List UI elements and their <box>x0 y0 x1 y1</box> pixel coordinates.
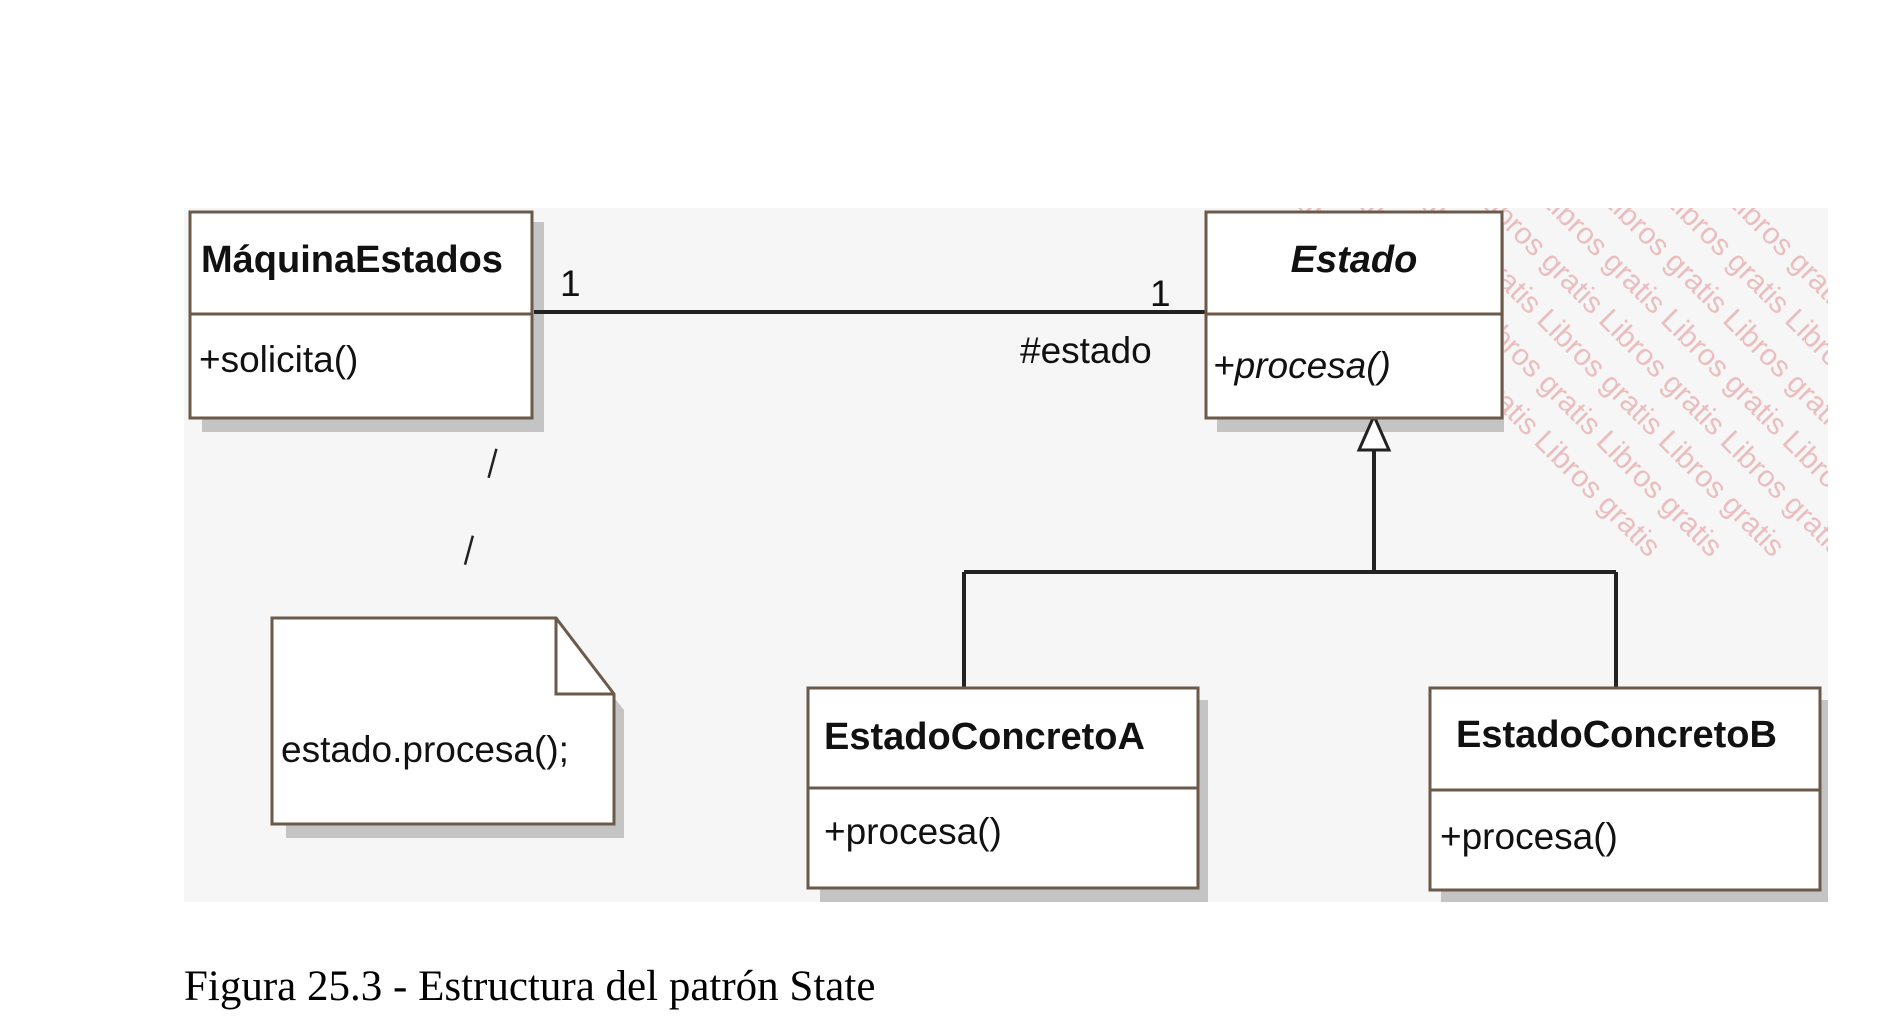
note-text: estado.procesa(); <box>281 729 569 770</box>
inheritance-connector <box>962 412 1618 690</box>
figure-caption: Figura 25.3 - Estructura del patrón Stat… <box>184 963 876 1010</box>
class-maquina-estados[interactable]: MáquinaEstados +solicita() <box>188 210 534 420</box>
class-name: MáquinaEstados <box>201 239 503 281</box>
class-estado-concreto-b[interactable]: EstadoConcretoB +procesa() <box>1428 686 1822 892</box>
class-estado[interactable]: Estado +procesa() <box>1204 210 1504 420</box>
multiplicity-right: 1 <box>1150 273 1171 314</box>
multiplicity-left: 1 <box>560 263 581 304</box>
generalization-arrow <box>1356 412 1392 452</box>
role-name: #estado <box>1020 330 1152 371</box>
class-method: +procesa() <box>1440 816 1618 857</box>
class-name: EstadoConcretoA <box>824 716 1145 758</box>
class-name: EstadoConcretoB <box>1456 714 1777 756</box>
class-method: +procesa() <box>824 811 1002 852</box>
class-name: Estado <box>1291 239 1418 281</box>
note[interactable]: estado.procesa(); <box>270 616 616 826</box>
class-method: +procesa() <box>1213 345 1391 386</box>
class-estado-concreto-a[interactable]: EstadoConcretoA +procesa() <box>806 686 1200 890</box>
class-method: +solicita() <box>199 339 358 380</box>
diagram-area: Libros gratis Libros gratis Libros grati… <box>184 208 1828 902</box>
